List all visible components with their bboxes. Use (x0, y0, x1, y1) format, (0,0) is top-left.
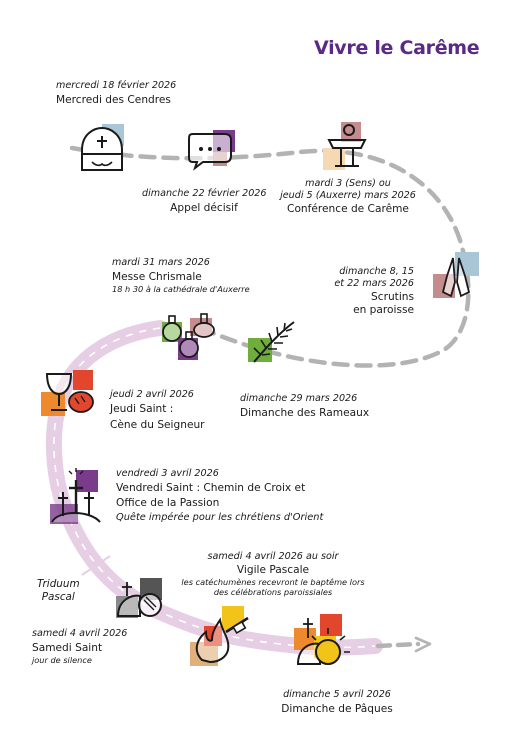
event-chrismale: mardi 31 mars 2026 Messe Chrismale 18 h … (112, 257, 250, 294)
palm-branch-icon (248, 318, 296, 366)
event-scrutins: dimanche 8, 15 et 22 mars 2026 Scrutins … (318, 266, 414, 317)
mitre-icon (78, 124, 128, 176)
event-date: jeudi 2 avril 2026 (110, 389, 194, 400)
triduum-line2: Pascal (41, 591, 75, 603)
three-crosses-icon (50, 468, 102, 526)
event-name: Messe Chrismale (112, 270, 202, 283)
event-date: vendredi 3 avril 2026 (116, 468, 219, 479)
speech-bubble-icon (187, 130, 237, 171)
event-name-line1: Jeudi Saint : (110, 402, 174, 415)
event-note-line1: les catéchumènes recevront le baptême lo… (181, 576, 365, 587)
triduum-pointer (81, 555, 111, 576)
event-date-line2: jeudi 5 (Auxerre) mars 2026 (280, 189, 416, 201)
triduum-line1: Triduum (37, 578, 80, 590)
event-note: Quête impérée pour les chrétiens d'Orien… (116, 511, 324, 523)
event-name: Dimanche de Pâques (281, 702, 393, 715)
event-date: dimanche 5 avril 2026 (283, 689, 391, 700)
event-paques: dimanche 5 avril 2026 Dimanche de Pâques (262, 689, 412, 716)
event-name: Samedi Saint (32, 641, 103, 654)
fire-icon (190, 606, 252, 668)
event-date: samedi 4 avril 2026 (32, 628, 128, 639)
oil-flasks-icon (162, 304, 222, 364)
event-date-line1: mardi 3 (Sens) ou (305, 178, 391, 189)
event-name: Mercredi des Cendres (56, 93, 171, 106)
triduum-label: Triduum Pascal (37, 578, 80, 604)
event-note: 18 h 30 à la cathédrale d'Auxerre (112, 283, 250, 294)
event-date: samedi 4 avril 2026 au soir (207, 551, 339, 562)
event-name-line2: Office de la Passion (116, 496, 220, 509)
tomb-icon (116, 578, 166, 620)
event-date: mardi 31 mars 2026 (112, 257, 210, 268)
event-name: Vigile Pascale (236, 563, 310, 576)
event-name: Appel décisif (170, 201, 238, 214)
final-path (375, 641, 421, 649)
event-date-line1: dimanche 8, 15 (339, 266, 414, 277)
lectern-icon (323, 122, 369, 170)
chalice-bread-icon (41, 370, 97, 426)
event-samedi-saint: samedi 4 avril 2026 Samedi Saint jour de… (32, 628, 127, 665)
event-note: jour de silence (32, 654, 92, 665)
event-name-line1: Scrutins (371, 291, 414, 304)
sunrise-tomb-icon (294, 614, 350, 668)
event-date: dimanche 22 février 2026 (142, 188, 267, 199)
page-title: Vivre le Carême (314, 37, 480, 59)
event-vendredi-saint: vendredi 3 avril 2026 Vendredi Saint : C… (116, 468, 323, 523)
event-note-line2: des célébrations paroissiales (213, 586, 333, 597)
lent-path (69, 145, 471, 368)
event-rameaux: dimanche 29 mars 2026 Dimanche des Ramea… (240, 393, 369, 420)
event-name-line1: Vendredi Saint : Chemin de Croix et (116, 481, 306, 494)
event-name-line2: en paroisse (353, 304, 414, 317)
event-name: Dimanche des Rameaux (240, 406, 370, 419)
event-appel: dimanche 22 février 2026 Appel décisif (142, 188, 267, 215)
event-date-line2: et 22 mars 2026 (334, 277, 414, 289)
event-name: Conférence de Carême (287, 203, 409, 216)
event-cendres: mercredi 18 février 2026 Mercredi des Ce… (56, 80, 176, 107)
arrow-icon (414, 636, 434, 654)
event-jeudi-saint: jeudi 2 avril 2026 Jeudi Saint : Cène du… (110, 389, 205, 432)
event-conference: mardi 3 (Sens) ou jeudi 5 (Auxerre) mars… (268, 178, 428, 216)
praying-hands-icon (433, 252, 481, 300)
event-vigile: samedi 4 avril 2026 au soir Vigile Pasca… (170, 551, 376, 597)
event-name-line2: Cène du Seigneur (110, 418, 205, 431)
event-date: dimanche 29 mars 2026 (240, 393, 358, 404)
event-date: mercredi 18 février 2026 (56, 80, 177, 91)
